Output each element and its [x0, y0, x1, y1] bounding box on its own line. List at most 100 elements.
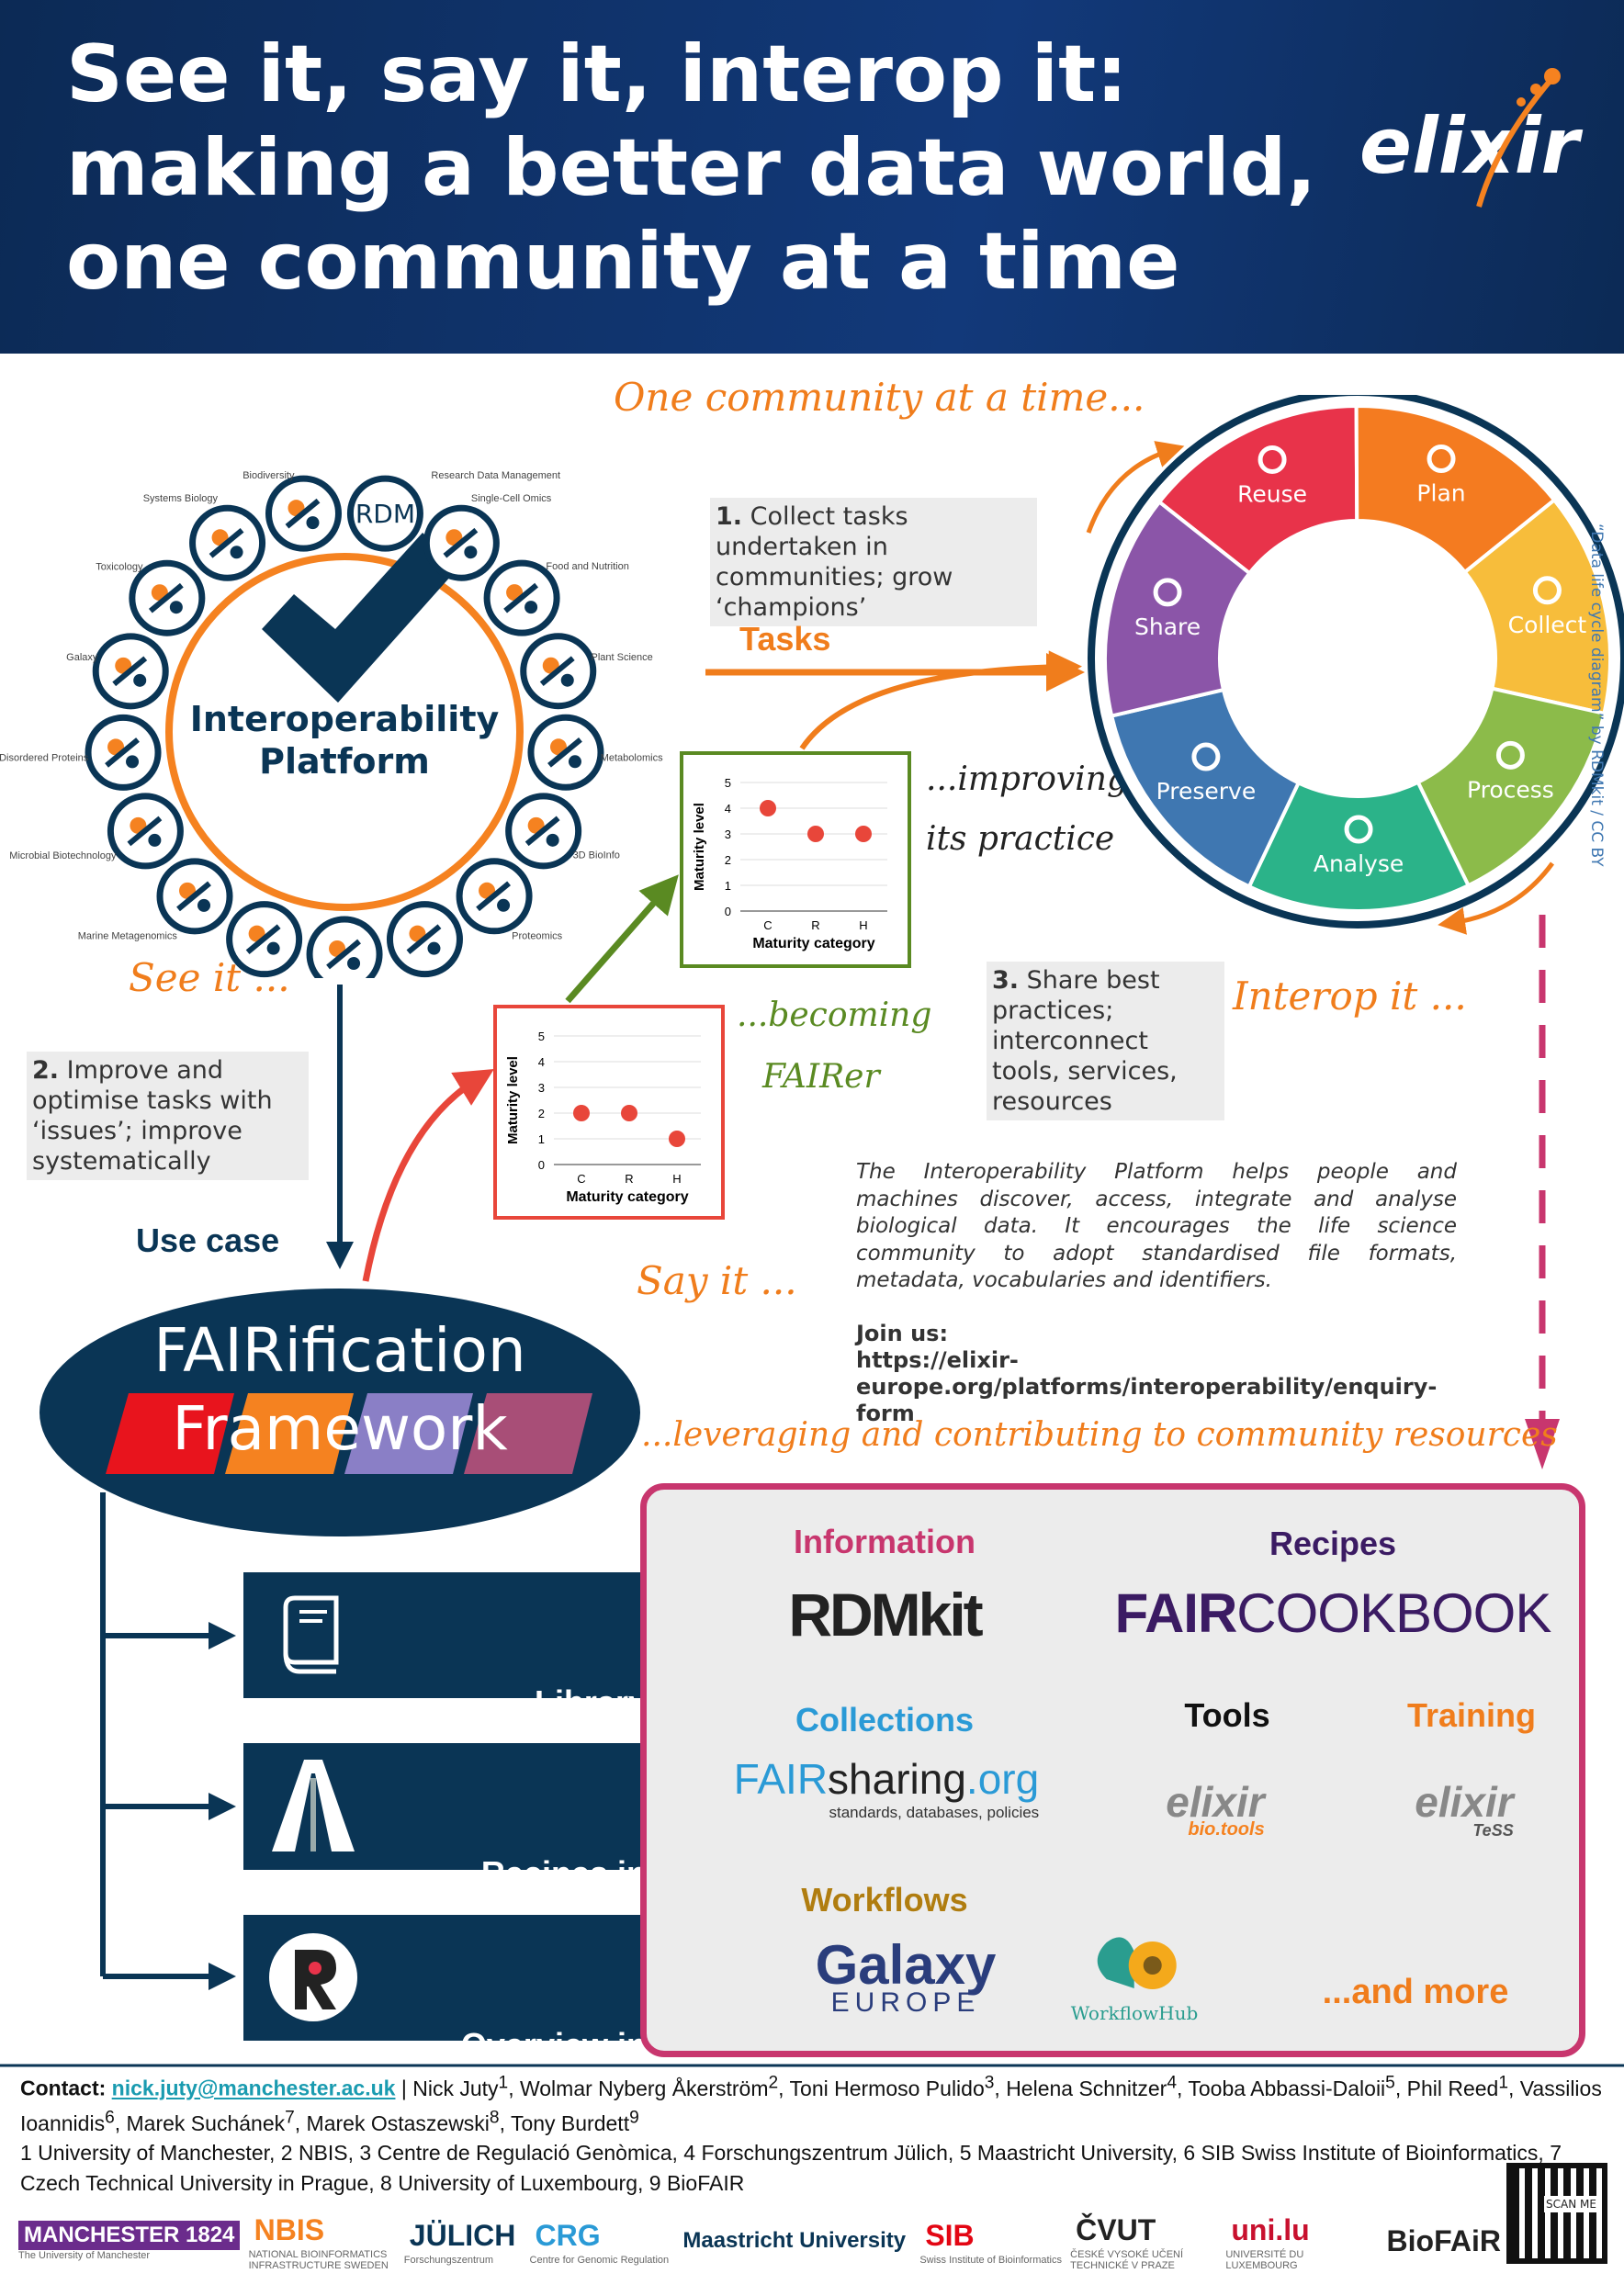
author: Phil Reed1: [1406, 2073, 1508, 2100]
y-tick-label: 2: [538, 1107, 545, 1120]
elixir-helix-icon: [1476, 68, 1561, 208]
output-recipes-fair-cookbook[interactable]: Recipes in FAIR cookbook: [243, 1743, 671, 1940]
data-point: [807, 826, 824, 842]
x-axis-label: Maturity category: [752, 936, 874, 951]
framework-band: [225, 1393, 354, 1474]
community-label: Marine Metagenomics: [78, 931, 178, 942]
community-label: Intrinsically Disordered Proteins: [0, 753, 89, 764]
partner-logo[interactable]: BioFAiR: [1382, 2223, 1506, 2260]
workflows-heading: Workflows: [801, 1881, 968, 1919]
author: Toni Hermoso Pulido3: [789, 2073, 995, 2100]
lifecycle-stage-analyse[interactable]: Analyse: [1246, 780, 1472, 913]
workflowhub-logo[interactable]: WorkflowHub: [1070, 1924, 1199, 2024]
lifecycle-stage-share[interactable]: Share: [1103, 499, 1253, 718]
affiliation-number: 5: [1385, 2073, 1395, 2092]
step-1-number: 1.: [716, 502, 743, 531]
output-overview-rdmkit[interactable]: Overview in RDMkit: [243, 1915, 671, 2111]
faircookbook-logo-cookbook: COOKBOOK: [1236, 1582, 1551, 1644]
partner-logo-subtitle: Forschungszentrum: [403, 2254, 493, 2266]
y-tick-label: 0: [725, 905, 731, 918]
affiliation-number: 1: [498, 2073, 509, 2092]
output-library-of-stories[interactable]: Library of stories: [243, 1572, 671, 1769]
stage-label: Share: [1134, 613, 1201, 640]
elixir-logo-text: elixir: [1359, 101, 1579, 191]
elixir-logo: elixir: [1359, 68, 1579, 208]
author: Nick Juty1: [412, 2073, 509, 2100]
y-tick-label: 3: [725, 827, 731, 841]
workflowhub-text: WorkflowHub: [1070, 2002, 1199, 2024]
community-label: Food and Nutrition: [546, 561, 629, 572]
dna-icon: [226, 901, 303, 978]
one-community-note: One community at a time...: [614, 375, 1145, 420]
data-point: [855, 826, 872, 842]
platform-description: The Interoperability Platform helps peop…: [856, 1160, 1457, 1292]
checkmark-icon: [262, 533, 459, 703]
affiliation-number: 7: [285, 2108, 295, 2128]
framework-band: [106, 1393, 234, 1474]
partner-logo[interactable]: Maastricht University: [677, 2226, 911, 2256]
partner-logo-name: ČVUT: [1076, 2212, 1156, 2246]
tree-icon: [265, 475, 342, 552]
stage-icon: [1532, 576, 1562, 605]
stage-icon: [1427, 445, 1456, 474]
fairsharing-org: .org: [965, 1755, 1040, 1803]
faircookbook-logo[interactable]: FAIRCOOKBOOK: [1115, 1581, 1552, 1645]
stage-icon: [1191, 742, 1221, 771]
contact-email-link[interactable]: nick.juty@manchester.ac.uk: [111, 2076, 396, 2100]
data-point: [621, 1105, 637, 1121]
join-url-link[interactable]: https://elixir-europe.org/platforms/inte…: [856, 1347, 1438, 1426]
contact-label: Contact:: [20, 2076, 107, 2100]
rdmkit-logo[interactable]: RDMkit: [788, 1580, 983, 1649]
fairsharing-subtitle: standards, databases, policies: [829, 1804, 1040, 1821]
qr-scan-me-label: SCAN ME: [1544, 2196, 1598, 2212]
affiliation-number: 3: [984, 2073, 995, 2092]
tools-heading: Tools: [1184, 1696, 1270, 1734]
partner-logo-name: SIB: [925, 2218, 975, 2252]
authors-line: Contact: nick.juty@manchester.ac.uk | Ni…: [20, 2073, 1602, 2135]
galaxy-europe-text: EUROPE: [830, 1987, 981, 2018]
data-point: [669, 1131, 685, 1147]
y-tick-label: 0: [538, 1158, 545, 1172]
stage-label: Preserve: [1156, 778, 1257, 805]
x-tick-label: C: [763, 918, 772, 932]
svg-text:RDM: RDM: [355, 499, 415, 529]
data-point: [760, 800, 776, 816]
say-it-note: Say it ...: [637, 1258, 797, 1303]
partner-logo-subtitle: The University of Manchester: [18, 2250, 151, 2261]
step-2-text: Improve and optimise tasks with ‘issues’…: [32, 1056, 273, 1176]
y-axis-label: Maturity level: [505, 1056, 521, 1144]
and-more-label: ...and more: [1322, 1973, 1509, 2011]
affiliation-number: 9: [629, 2108, 639, 2128]
stage-icon: [1257, 445, 1287, 474]
step-1-text: Collect tasks undertaken in communities;…: [716, 502, 953, 622]
training-heading: Training: [1406, 1696, 1537, 1734]
author: Marek Ostaszewski8: [306, 2108, 500, 2135]
stage-label: Analyse: [1314, 850, 1404, 877]
becoming-note: ...becoming: [737, 996, 932, 1034]
community-label: Toxicology: [96, 561, 143, 572]
lifecycle-credit[interactable]: “Data life cycle diagram” by RDMkit / CC…: [1587, 523, 1606, 867]
partner-logo-subtitle: ČESKÉ VYSOKÉ UČENÍ TECHNICKÉ V PRAZE: [1070, 2248, 1184, 2271]
x-tick-label: C: [577, 1172, 585, 1186]
community-label: Plant Science: [592, 652, 653, 663]
qr-code[interactable]: SCAN ME: [1506, 2163, 1607, 2264]
hazard-icon: [129, 559, 206, 636]
community-label: 3D BioInfo: [573, 850, 620, 861]
platform-ring: [165, 553, 524, 911]
community-label: Systems Biology: [143, 493, 219, 504]
stage-label: Collect: [1508, 612, 1587, 638]
partner-logo-subtitle: NATIONAL BIOINFORMATICS INFRASTRUCTURE S…: [248, 2248, 389, 2271]
chromosome-icon: [306, 916, 383, 978]
